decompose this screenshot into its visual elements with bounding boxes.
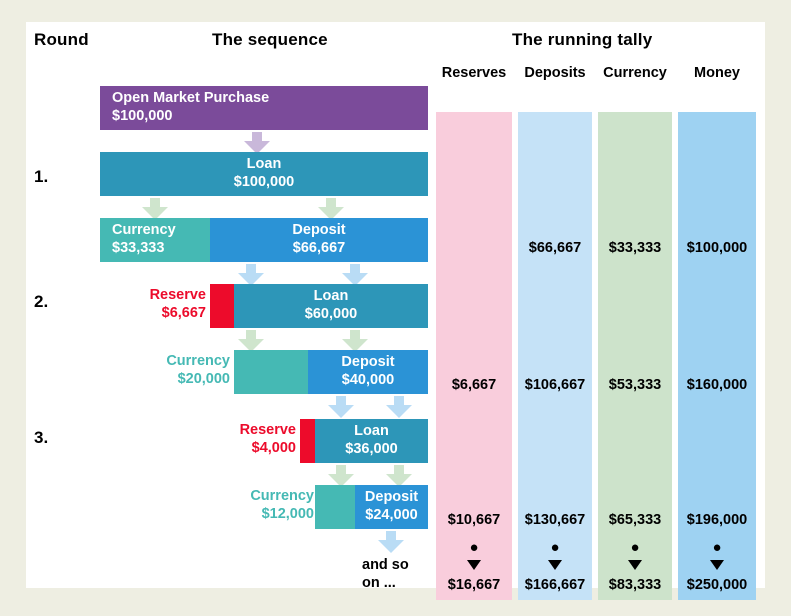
column-header-reserves: Reserves bbox=[441, 65, 507, 81]
round3-deposit-title: Deposit bbox=[364, 489, 419, 506]
tally-deposits-arrow-down-icon bbox=[518, 560, 592, 570]
tally-deposits-final: $166,667 bbox=[524, 577, 586, 593]
arrow-down-icon-r1-loan-to-currency bbox=[142, 198, 168, 220]
round2-reserve-title: Reserve bbox=[149, 287, 206, 303]
tally-column-currency: $33,333 $53,333 $65,333 ● $83,333 bbox=[598, 112, 672, 600]
arrow-down-icon-omp-to-loan bbox=[244, 132, 270, 154]
round2-loan-title: Loan bbox=[313, 288, 349, 305]
box-round1-loan: Loan $100,000 bbox=[100, 152, 428, 196]
round3-loan-title: Loan bbox=[354, 423, 389, 440]
arrow-down-icon-r3-loan-to-currency bbox=[328, 465, 354, 487]
tally-currency-row3: $65,333 bbox=[608, 512, 662, 528]
tally-deposits-row2: $106,667 bbox=[524, 377, 586, 393]
continuation-line1: and so bbox=[362, 557, 409, 573]
label-round3-reserve: Reserve $4,000 bbox=[212, 422, 296, 457]
tally-deposits-dot: ● bbox=[550, 539, 560, 556]
box-round1-currency: Currency $33,333 bbox=[100, 218, 210, 262]
arrow-down-icon-r2-deposit-to-loan bbox=[386, 396, 412, 418]
box-round3-currency-bar bbox=[315, 485, 355, 529]
box-open-market-purchase: Open Market Purchase $100,000 bbox=[100, 86, 428, 130]
box-round1-deposit: Deposit $66,667 bbox=[210, 218, 428, 262]
arrow-down-icon-r1-deposit-to-loan bbox=[342, 264, 368, 286]
tally-reserves-arrow-down-icon bbox=[436, 560, 512, 570]
label-round3-currency: Currency $12,000 bbox=[216, 488, 314, 523]
round-label-1: 1. bbox=[34, 167, 49, 186]
tally-currency-row1: $33,333 bbox=[608, 240, 662, 256]
tally-reserves-final: $16,667 bbox=[447, 577, 501, 593]
round1-loan-title: Loan bbox=[246, 156, 282, 173]
box-round2-currency-bar bbox=[234, 350, 308, 394]
diagram-canvas: Round The sequence The running tally Res… bbox=[26, 22, 765, 600]
tally-column-reserves: $6,667 $10,667 ● $16,667 bbox=[436, 112, 512, 600]
round3-deposit-amount: $24,000 bbox=[365, 507, 418, 523]
round2-deposit-title: Deposit bbox=[341, 354, 395, 371]
box-round2-reserve-bar bbox=[210, 284, 234, 328]
tally-money-row1: $100,000 bbox=[686, 240, 748, 256]
tally-column-deposits: $66,667 $106,667 $130,667 ● $166,667 bbox=[518, 112, 592, 600]
tally-money-arrow-down-icon bbox=[678, 560, 756, 570]
tally-money-row2: $160,000 bbox=[686, 377, 748, 393]
open-market-amount: $100,000 bbox=[112, 108, 173, 124]
header-running-tally: The running tally bbox=[512, 30, 653, 49]
round1-currency-amount: $33,333 bbox=[112, 240, 165, 256]
round1-currency-title: Currency bbox=[112, 222, 176, 239]
arrow-down-icon-r3-loan-to-deposit bbox=[386, 465, 412, 487]
label-round2-reserve: Reserve $6,667 bbox=[122, 287, 206, 322]
column-header-money: Money bbox=[694, 65, 740, 81]
arrow-down-icon-r2-loan-to-deposit bbox=[342, 330, 368, 352]
tally-currency-arrow-down-icon bbox=[598, 560, 672, 570]
tally-money-dot: ● bbox=[712, 539, 722, 556]
header-sequence: The sequence bbox=[212, 30, 328, 49]
round3-reserve-title: Reserve bbox=[239, 422, 296, 438]
round2-loan-amount: $60,000 bbox=[304, 306, 358, 322]
round1-deposit-title: Deposit bbox=[292, 222, 346, 239]
open-market-title: Open Market Purchase bbox=[112, 90, 270, 107]
arrow-down-icon-r2-loan-to-currency bbox=[238, 330, 264, 352]
tally-money-final: $250,000 bbox=[686, 577, 748, 593]
round3-loan-amount: $36,000 bbox=[345, 441, 398, 457]
tally-money-row3: $196,000 bbox=[686, 512, 748, 528]
box-round3-loan: Loan $36,000 bbox=[315, 419, 428, 463]
tally-currency-row2: $53,333 bbox=[608, 377, 662, 393]
round-label-3: 3. bbox=[34, 428, 49, 447]
arrow-down-icon-r1-loan-to-deposit bbox=[318, 198, 344, 220]
tally-reserves-row3: $10,667 bbox=[447, 512, 501, 528]
tally-column-money: $100,000 $160,000 $196,000 ● $250,000 bbox=[678, 112, 756, 600]
tally-deposits-row1: $66,667 bbox=[528, 240, 582, 256]
box-round2-deposit: Deposit $40,000 bbox=[308, 350, 428, 394]
column-header-deposits: Deposits bbox=[524, 65, 586, 81]
round1-deposit-amount: $66,667 bbox=[292, 240, 346, 256]
continuation-text: and so on ... bbox=[362, 556, 409, 592]
round2-currency-title: Currency bbox=[166, 353, 230, 369]
tally-reserves-dot: ● bbox=[469, 539, 479, 556]
tally-currency-dot: ● bbox=[630, 539, 640, 556]
tally-currency-final: $83,333 bbox=[608, 577, 662, 593]
round3-reserve-amount: $4,000 bbox=[251, 439, 296, 456]
arrow-down-icon-r2-deposit-to-reserve bbox=[328, 396, 354, 418]
round2-deposit-amount: $40,000 bbox=[341, 372, 395, 388]
round-label-2: 2. bbox=[34, 292, 49, 311]
round1-loan-amount: $100,000 bbox=[233, 174, 295, 190]
round2-currency-amount: $20,000 bbox=[177, 370, 230, 387]
header-round: Round bbox=[34, 30, 89, 49]
arrow-down-icon-r3-deposit-to-next bbox=[378, 531, 404, 553]
continuation-line2: on ... bbox=[362, 575, 396, 592]
round2-reserve-amount: $6,667 bbox=[161, 304, 206, 321]
tally-deposits-row3: $130,667 bbox=[524, 512, 586, 528]
label-round2-currency: Currency $20,000 bbox=[132, 353, 230, 388]
round3-currency-title: Currency bbox=[250, 488, 314, 504]
box-round2-loan: Loan $60,000 bbox=[234, 284, 428, 328]
tally-reserves-row2: $6,667 bbox=[451, 377, 497, 393]
box-round3-reserve-bar bbox=[300, 419, 315, 463]
column-header-currency: Currency bbox=[603, 65, 667, 81]
box-round3-deposit: Deposit $24,000 bbox=[355, 485, 428, 529]
arrow-down-icon-r1-deposit-to-reserve bbox=[238, 264, 264, 286]
round3-currency-amount: $12,000 bbox=[261, 505, 314, 522]
